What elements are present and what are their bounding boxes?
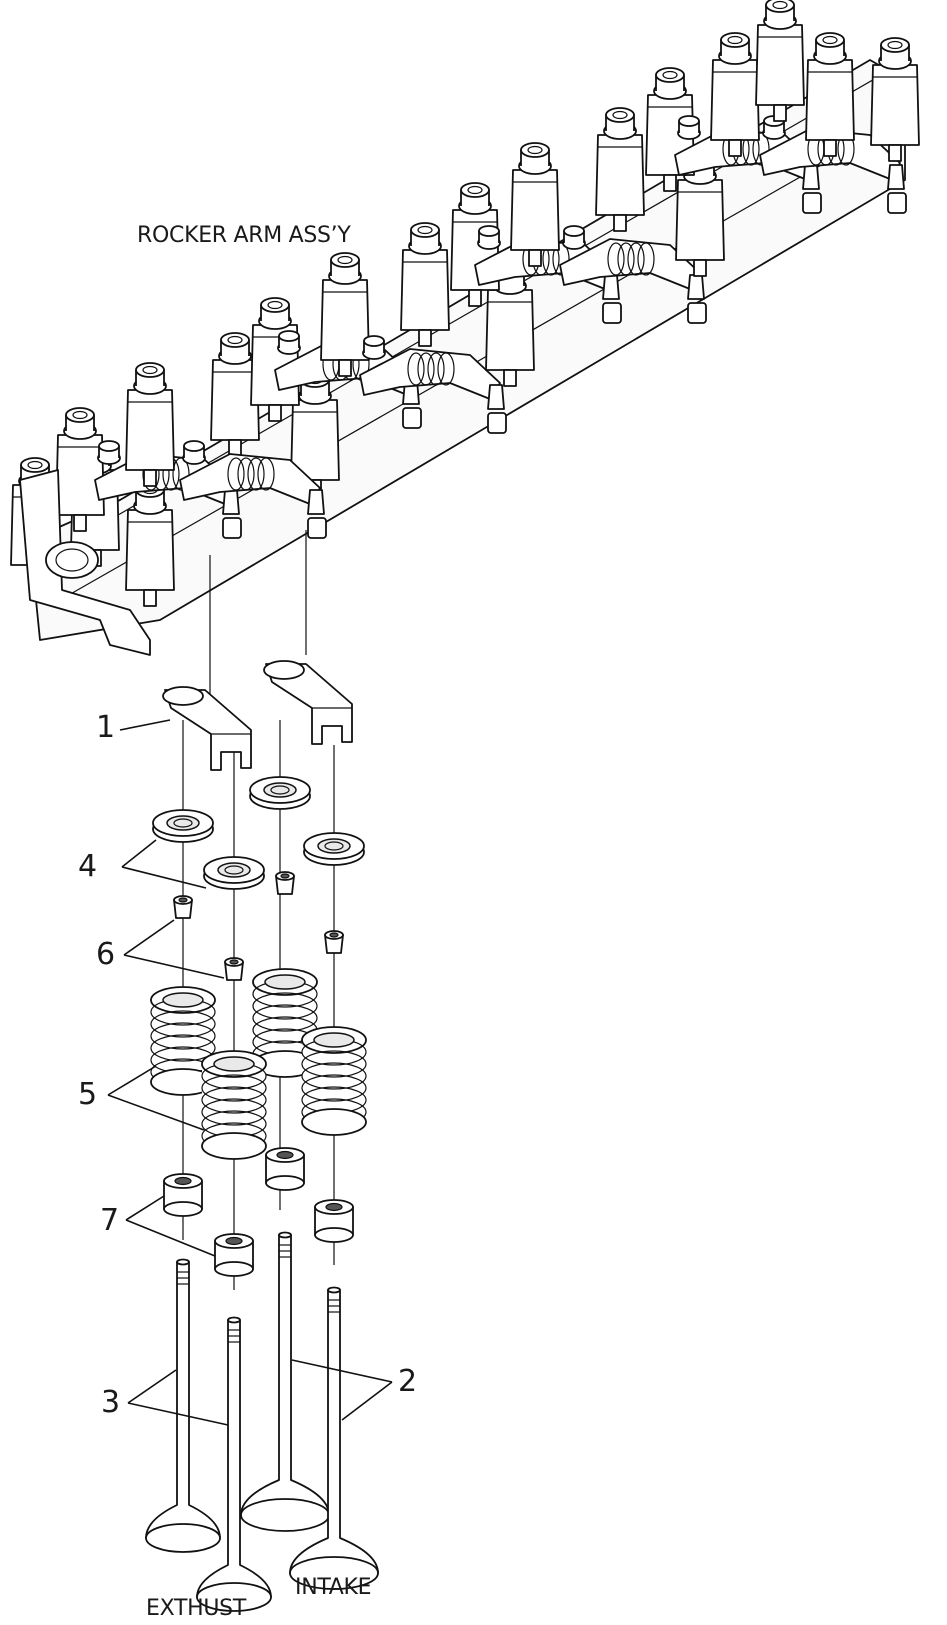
exhaust-valve-1 [145,1258,221,1553]
cotter-1 [173,895,193,919]
exhaust-caption: EXTHUST [146,1596,246,1621]
stem-seal-1 [163,1173,203,1217]
callout-6: 6 [96,937,116,972]
retainer-1 [152,809,214,843]
retainer-2 [203,856,265,890]
retainer-4 [303,832,365,866]
retainer-3 [249,776,311,810]
valve-spring-4 [301,1026,367,1136]
callout-4: 4 [78,849,98,884]
callout-3: 3 [101,1385,121,1420]
cotter-3 [275,871,295,895]
valve-bridge-intake [263,660,353,745]
callout-1: 1 [96,710,116,745]
assembly-title: ROCKER ARM ASS’Y [137,223,351,248]
intake-valve-2 [289,1286,379,1590]
cotter-4 [324,930,344,954]
callout-7: 7 [100,1203,120,1238]
stem-seal-2 [214,1233,254,1277]
intake-valve-1 [240,1231,330,1532]
stem-seal-4 [314,1199,354,1243]
rocker-arm-assembly [10,0,920,656]
callout-5: 5 [78,1077,98,1112]
valve-spring-2 [201,1050,267,1160]
valve-bridge-exhaust [162,686,252,771]
cotter-2 [224,957,244,981]
intake-caption: INTAKE [295,1575,372,1600]
exhaust-valve-2 [196,1316,272,1612]
stem-seal-3 [265,1147,305,1191]
stack-centerlines [182,720,335,1290]
callout-2: 2 [398,1364,418,1399]
callout-leaders [107,719,393,1426]
